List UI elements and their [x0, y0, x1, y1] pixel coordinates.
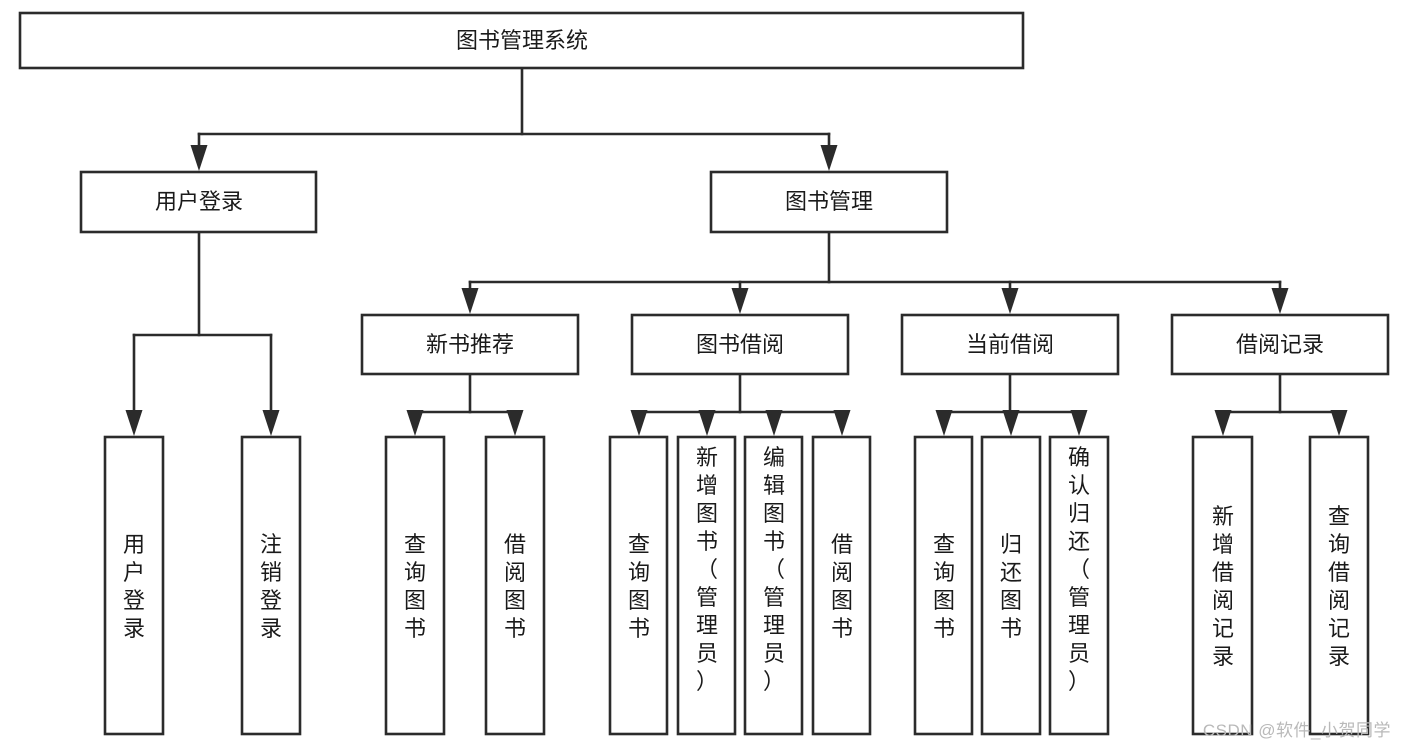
- diagram-node-book-borrow[interactable]: 图书借阅: [630, 313, 850, 376]
- arrow-head-icon: [765, 410, 783, 436]
- arrow-head-icon: [1002, 410, 1020, 436]
- arrow-head-icon: [1070, 410, 1088, 436]
- node-label: 归还图书: [1000, 532, 1022, 641]
- node-label: 新书推荐: [426, 332, 514, 357]
- arrow-head-icon: [935, 410, 953, 436]
- node-box: [484, 435, 546, 736]
- diagram-node-new-book-recommend[interactable]: 新书推荐: [360, 313, 580, 376]
- diagram-node-leaf-query-book-recommend[interactable]: 查询图书: [384, 435, 446, 736]
- arrow-head-icon: [406, 410, 424, 436]
- node-box: [913, 435, 974, 736]
- node-box: [709, 170, 949, 234]
- node-label: 编辑图书（管理员）: [763, 445, 785, 694]
- node-box: [980, 435, 1042, 736]
- node-box: [18, 11, 1025, 70]
- node-box: [103, 435, 165, 736]
- node-label: 借阅图书: [504, 532, 526, 641]
- node-label: 用户登录: [155, 189, 243, 214]
- diagram-node-current-borrow[interactable]: 当前借阅: [900, 313, 1120, 376]
- arrow-head-icon: [1330, 410, 1348, 436]
- node-box: [1170, 313, 1390, 376]
- diagram-node-leaf-query-borrow-record[interactable]: 查询借阅记录: [1308, 435, 1370, 736]
- arrow-head-icon: [731, 288, 749, 314]
- node-label: 图书管理系统: [456, 28, 588, 53]
- node-box: [743, 435, 804, 736]
- node-label: 查询图书: [628, 532, 650, 641]
- node-label: 确认归还（管理员）: [1068, 445, 1090, 694]
- arrow-head-icon: [506, 410, 524, 436]
- diagram-node-leaf-return-book[interactable]: 归还图书: [980, 435, 1042, 736]
- diagram-node-leaf-borrow-book-recommend[interactable]: 借阅图书: [484, 435, 546, 736]
- node-label: 查询图书: [933, 532, 955, 641]
- diagram-node-leaf-add-borrow-record[interactable]: 新增借阅记录: [1191, 435, 1254, 736]
- node-box: [676, 435, 737, 736]
- diagram-node-leaf-edit-book-admin[interactable]: 编辑图书（管理员）: [743, 435, 804, 736]
- arrow-head-icon: [1271, 288, 1289, 314]
- diagram-node-leaf-add-book-admin[interactable]: 新增图书（管理员）: [676, 435, 737, 736]
- diagram-node-leaf-confirm-return-admin[interactable]: 确认归还（管理员）: [1048, 435, 1110, 736]
- node-label: 用户登录: [123, 532, 145, 641]
- edges-layer: [125, 66, 1348, 436]
- diagram-node-book-management[interactable]: 图书管理: [709, 170, 949, 234]
- node-box: [384, 435, 446, 736]
- node-label: 查询图书: [404, 532, 426, 641]
- node-box: [360, 313, 580, 376]
- arrow-head-icon: [1001, 288, 1019, 314]
- node-label: 当前借阅: [966, 332, 1054, 357]
- watermark: CSDN @软件_小贺同学: [1202, 721, 1391, 740]
- diagram-node-user-login[interactable]: 用户登录: [79, 170, 318, 234]
- diagram-node-borrow-record[interactable]: 借阅记录: [1170, 313, 1390, 376]
- node-box: [630, 313, 850, 376]
- node-label: 图书管理: [785, 189, 873, 214]
- node-box: [608, 435, 669, 736]
- arrow-head-icon: [833, 410, 851, 436]
- node-label: 图书借阅: [696, 332, 784, 357]
- node-label: 新增借阅记录: [1212, 504, 1234, 669]
- node-label: 借阅图书: [831, 532, 853, 641]
- diagram-node-leaf-logout-login[interactable]: 注销登录: [240, 435, 302, 736]
- node-label: 注销登录: [260, 532, 282, 641]
- arrow-head-icon: [1214, 410, 1232, 436]
- node-box: [240, 435, 302, 736]
- diagram-node-leaf-borrow-book[interactable]: 借阅图书: [811, 435, 872, 736]
- node-box: [79, 170, 318, 234]
- node-label: 借阅记录: [1236, 332, 1324, 357]
- arrow-head-icon: [461, 288, 479, 314]
- node-label: 查询借阅记录: [1328, 504, 1350, 669]
- arrow-head-icon: [262, 410, 280, 436]
- arrow-head-icon: [630, 410, 648, 436]
- node-box: [900, 313, 1120, 376]
- arrow-head-icon: [820, 145, 838, 171]
- diagram-node-root[interactable]: 图书管理系统: [18, 11, 1025, 70]
- diagram-node-leaf-query-book-borrow[interactable]: 查询图书: [608, 435, 669, 736]
- arrow-head-icon: [190, 145, 208, 171]
- node-box: [811, 435, 872, 736]
- diagram-node-leaf-user-login[interactable]: 用户登录: [103, 435, 165, 736]
- node-label: 新增图书（管理员）: [696, 445, 718, 694]
- arrow-head-icon: [698, 410, 716, 436]
- node-box: [1308, 435, 1370, 736]
- nodes-layer: 图书管理系统用户登录图书管理新书推荐图书借阅当前借阅借阅记录用户登录注销登录查询…: [18, 11, 1390, 736]
- node-box: [1048, 435, 1110, 736]
- diagram-node-leaf-query-book-current[interactable]: 查询图书: [913, 435, 974, 736]
- arrow-head-icon: [125, 410, 143, 436]
- node-box: [1191, 435, 1254, 736]
